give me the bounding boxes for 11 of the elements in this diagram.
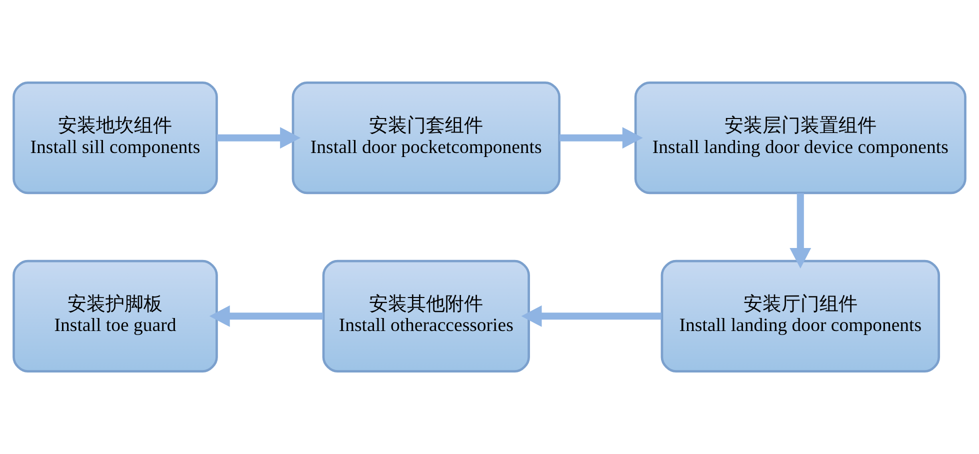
node-box: 安装地坎组件 Install sill components [12, 82, 218, 194]
node-box: 安装门套组件 Install door pocketcomponents [292, 82, 560, 194]
arrow [209, 305, 324, 327]
node-box: 安装其他附件 Install otheraccessories [322, 260, 530, 372]
arrow [521, 305, 662, 327]
node-box: 安装层门装置组件 Install landing door device components [634, 82, 966, 194]
arrow [560, 127, 643, 149]
arrow [790, 193, 812, 268]
arrow [216, 127, 301, 149]
node-box: 安装厅门组件 Install landing door components [660, 260, 940, 372]
node-box: 安装护脚板 Install toe guard [12, 260, 218, 372]
